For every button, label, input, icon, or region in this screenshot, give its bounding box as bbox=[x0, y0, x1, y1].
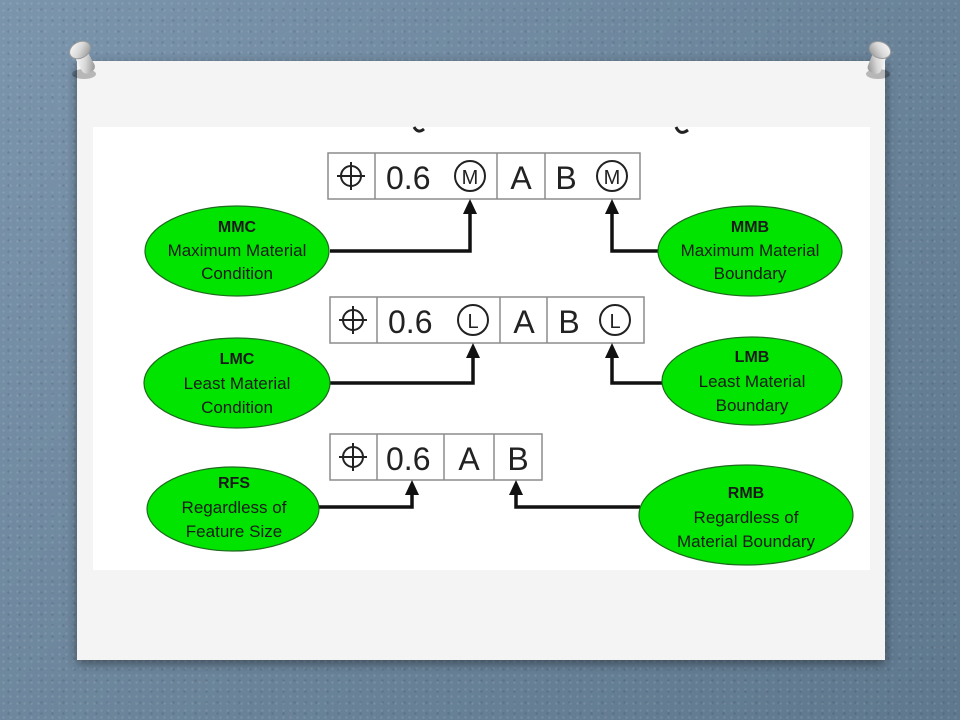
label-line: Regardless of bbox=[693, 508, 799, 527]
ellipse-mmc bbox=[144, 205, 330, 297]
label-abbr: LMB bbox=[734, 349, 770, 366]
cropped-heading-fragment bbox=[412, 126, 689, 134]
frame-border bbox=[327, 152, 641, 200]
push-pin-icon bbox=[69, 40, 96, 79]
arrowhead-icon bbox=[463, 199, 477, 214]
label-mmb: MMB Maximum Material Boundary bbox=[660, 216, 840, 285]
position-symbol-icon bbox=[337, 162, 365, 190]
leader-lmb bbox=[610, 356, 663, 385]
lmb-modifier-icon: L bbox=[599, 304, 631, 336]
label-line: Least Material bbox=[183, 374, 291, 393]
label-abbr: MMB bbox=[730, 219, 770, 236]
label-abbr: MMC bbox=[217, 219, 257, 236]
tolerance-value: 0.6 bbox=[386, 160, 430, 196]
label-line: Maximum Material bbox=[680, 241, 820, 260]
mmc-modifier-icon: M bbox=[454, 160, 486, 192]
datum-b: B bbox=[558, 304, 579, 340]
ellipse-mmb bbox=[657, 205, 843, 297]
tolerance-value: 0.6 bbox=[386, 441, 430, 477]
label-abbr: RFS bbox=[218, 475, 250, 492]
label-abbr: RMB bbox=[727, 485, 765, 502]
ellipse-lmc bbox=[143, 337, 331, 429]
svg-text:L: L bbox=[467, 311, 478, 333]
label-line: Boundary bbox=[715, 396, 789, 415]
arrowhead-icon bbox=[605, 199, 619, 214]
label-lmc: LMC Least Material Condition bbox=[147, 348, 327, 420]
datum-a: A bbox=[510, 160, 532, 196]
push-pin-icon bbox=[866, 41, 892, 79]
feature-control-frame-mmc: 0.6 M A B M bbox=[327, 152, 641, 200]
arrowheads bbox=[405, 199, 619, 495]
label-line: Feature Size bbox=[185, 522, 283, 541]
position-symbol-icon bbox=[339, 443, 367, 471]
label-line: Least Material bbox=[698, 372, 806, 391]
leader-rmb bbox=[514, 493, 640, 509]
callout-ellipses bbox=[143, 205, 854, 566]
label-line: Material Boundary bbox=[677, 532, 815, 551]
label-line: Condition bbox=[201, 264, 273, 283]
label-mmc: MMC Maximum Material Condition bbox=[147, 216, 327, 285]
tolerance-value: 0.6 bbox=[388, 304, 432, 340]
ellipse-lmb bbox=[661, 336, 843, 426]
mmb-modifier-icon: M bbox=[596, 160, 628, 192]
datum-a: A bbox=[513, 304, 535, 340]
label-rfs: RFS Regardless of Feature Size bbox=[146, 472, 322, 544]
label-lmb: LMB Least Material Boundary bbox=[662, 346, 842, 418]
label-line: Maximum Material bbox=[167, 241, 307, 260]
leader-lmc bbox=[330, 356, 475, 385]
datum-a: A bbox=[458, 441, 480, 477]
leader-mmb bbox=[610, 212, 660, 253]
arrowhead-icon bbox=[605, 343, 619, 358]
svg-text:M: M bbox=[462, 167, 479, 189]
feature-control-frame-lmc: 0.6 L A B L bbox=[329, 296, 645, 344]
leader-rfs bbox=[318, 493, 414, 509]
svg-text:L: L bbox=[609, 311, 620, 333]
ellipse-rfs bbox=[146, 466, 320, 552]
feature-control-frame-rfs: 0.6 A B bbox=[329, 433, 543, 481]
datum-b: B bbox=[507, 441, 528, 477]
arrowhead-icon bbox=[466, 343, 480, 358]
position-symbol-icon bbox=[339, 306, 367, 334]
label-line: Condition bbox=[201, 398, 273, 417]
ellipse-rmb bbox=[638, 464, 854, 566]
label-rmb: RMB Regardless of Material Boundary bbox=[646, 482, 846, 554]
label-line: Regardless of bbox=[181, 498, 287, 517]
leader-lines bbox=[318, 212, 663, 509]
label-line: Boundary bbox=[713, 264, 787, 283]
arrowhead-icon bbox=[509, 480, 523, 495]
lmc-modifier-icon: L bbox=[457, 304, 489, 336]
svg-text:M: M bbox=[604, 167, 621, 189]
label-abbr: LMC bbox=[219, 351, 255, 368]
arrowhead-icon bbox=[405, 480, 419, 495]
leader-mmc bbox=[330, 212, 472, 253]
datum-b: B bbox=[555, 160, 576, 196]
